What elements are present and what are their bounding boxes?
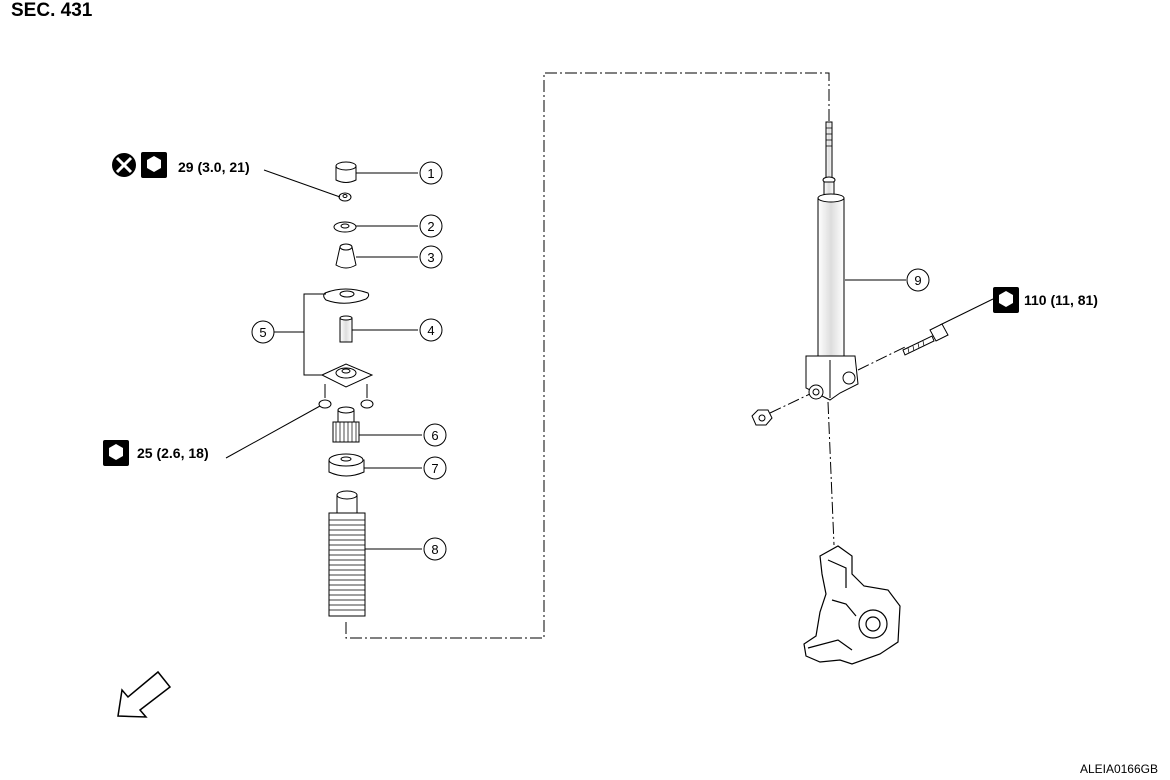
callout-5: 5 (259, 325, 266, 340)
torque-wrench-icon (993, 287, 1019, 313)
callout-7: 7 (431, 461, 438, 476)
torque-wrench-icon (103, 440, 129, 466)
steering-knuckle (803, 545, 901, 665)
knuckle-path-line (827, 401, 835, 546)
bolt-path-line (769, 346, 906, 414)
callout-circles (251, 161, 930, 561)
part-1-cap (335, 161, 357, 183)
upper-plate (323, 288, 370, 304)
callout-4: 4 (427, 323, 434, 338)
assembly-path-line (345, 72, 830, 639)
callout-8: 8 (431, 542, 438, 557)
callout-2: 2 (427, 219, 434, 234)
do-not-reuse-icon (112, 153, 136, 177)
torque-knuckle-bolt: 110 (11, 81) (1024, 292, 1098, 308)
strut-mount (320, 363, 374, 388)
leader-lines (225, 169, 994, 550)
section-label: SEC. 431 (11, 0, 93, 21)
callout-6: 6 (431, 428, 438, 443)
part-6-bound-bumper (332, 406, 360, 443)
callout-3: 3 (427, 250, 434, 265)
part-4-spacer (339, 315, 353, 343)
top-nut (338, 192, 352, 202)
callout-9: 9 (914, 273, 921, 288)
part-9-shock-absorber (805, 121, 859, 401)
torque-mount-nuts: 25 (2.6, 18) (137, 445, 209, 461)
part-3-bushing (335, 243, 357, 269)
torque-wrench-icon (141, 152, 167, 178)
callout-1: 1 (427, 166, 434, 181)
knuckle-nut (751, 409, 773, 426)
part-8-dust-boot (328, 490, 366, 617)
figure-id: ALEIA0166GB (1079, 762, 1158, 776)
mount-nuts (318, 384, 374, 409)
part-2-washer (333, 221, 357, 233)
torque-top-nut: 29 (3.0, 21) (178, 159, 250, 175)
part-7-spring-seat (328, 453, 365, 477)
part-5-bracket (303, 293, 326, 376)
front-direction-arrow-icon (117, 670, 172, 718)
knuckle-bolt (902, 323, 949, 356)
